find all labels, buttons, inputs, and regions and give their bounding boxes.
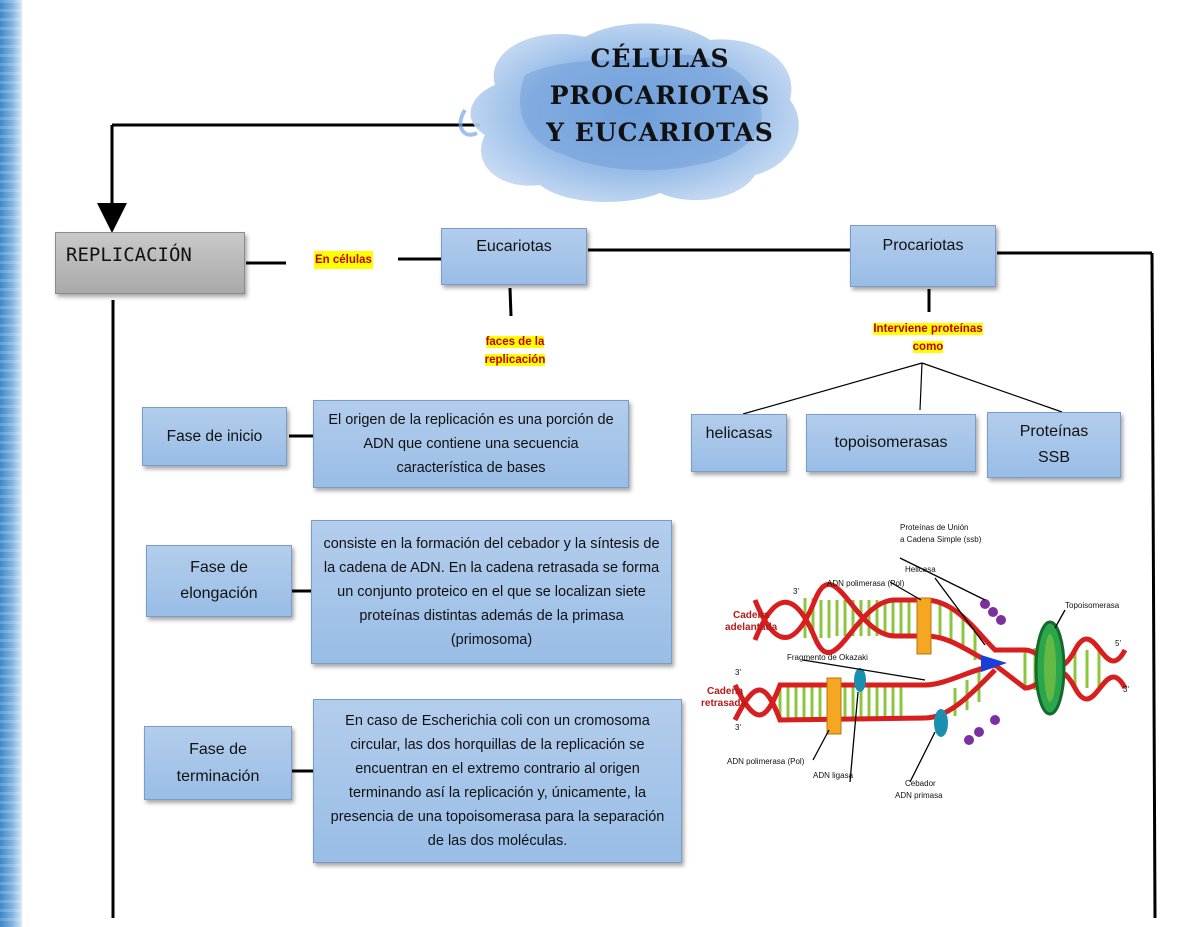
fase-elongacion-description: consiste en la formación del cebador y l… xyxy=(311,520,672,664)
fase-terminacion-node: Fase de terminación xyxy=(144,726,292,800)
line-right-vertical xyxy=(1150,252,1157,919)
protein-ssb: Proteínas SSB xyxy=(987,412,1121,478)
label-cadena-retrasada-1: Cadena xyxy=(707,686,744,697)
procariotas-node: Procariotas xyxy=(850,225,996,287)
label-topoisomerasa: Topoisomerasa xyxy=(1065,601,1120,610)
adn-polimerasa-top xyxy=(916,597,932,655)
label-end-3-left-b: 3' xyxy=(735,723,741,732)
page-title: CÉLULAS PROCARIOTAS Y EUCARIOTAS xyxy=(546,44,774,147)
adn-primasa-icon xyxy=(934,709,948,737)
ssb-proteins xyxy=(964,599,1006,745)
connector-label-en-celulas: En células xyxy=(314,251,373,269)
label-polimerasa-top: ADN polimerasa (Pol) xyxy=(827,579,905,588)
dna-backbone xyxy=(732,581,1128,723)
connector-label-proteinas: Interviene proteínas como xyxy=(873,323,983,353)
adn-ligasa-icon xyxy=(854,668,866,692)
label-ssb-2: a Cadena Simple (ssb) xyxy=(900,535,982,544)
protein-topoisomerasas: topoisomerasas xyxy=(806,414,976,472)
label-end-3-left: 3' xyxy=(735,668,741,677)
label-primasa: ADN primasa xyxy=(895,791,943,800)
line-to-ssb xyxy=(921,362,1063,413)
label-end-3-top: 3' xyxy=(793,587,799,596)
label-cadena-adelantada-2: adelantada xyxy=(725,622,778,633)
label-helicasa: Helicasa xyxy=(905,565,936,574)
label-ssb-1: Proteínas de Unión xyxy=(900,523,969,532)
connector-label-faces: faces de la replicación xyxy=(484,336,546,366)
adn-polimerasa-bottom xyxy=(826,677,842,735)
label-end-3-right: 3' xyxy=(1123,685,1129,694)
replicacion-node: REPLICACIÓN xyxy=(55,232,245,294)
eucariotas-node: Eucariotas xyxy=(441,228,587,285)
label-end-2-right: 5' xyxy=(1115,639,1121,648)
line-to-helicasas xyxy=(742,362,923,415)
dna-replication-illustration: Proteínas de Unión a Cadena Simple (ssb)… xyxy=(701,523,1129,800)
watercolor-cloud-icon xyxy=(458,23,799,203)
line-eucariotas-down xyxy=(508,287,513,317)
fase-terminacion-description: En caso de Escherichia coli con un cromo… xyxy=(313,699,682,863)
decorative-side-strip xyxy=(0,0,22,927)
fase-inicio-description: El origen de la replicación es una porci… xyxy=(313,400,629,488)
fase-elongacion-node: Fase de elongación xyxy=(146,545,292,617)
line-to-topoisomerasas xyxy=(919,362,923,411)
protein-helicasas: helicasas xyxy=(691,414,787,472)
label-cebador: Cebador xyxy=(905,779,936,788)
label-ligasa: ADN ligasa xyxy=(813,771,854,780)
label-fragmento: Fragmento de Okazaki xyxy=(787,653,868,662)
fase-inicio-node: Fase de inicio xyxy=(142,407,287,466)
label-cadena-retrasada-2: retrasada xyxy=(701,698,746,709)
helicasa-icon xyxy=(981,655,1007,672)
label-cadena-adelantada-1: Cadena xyxy=(733,610,770,621)
label-polimerasa-bottom: ADN polimerasa (Pol) xyxy=(727,757,805,766)
